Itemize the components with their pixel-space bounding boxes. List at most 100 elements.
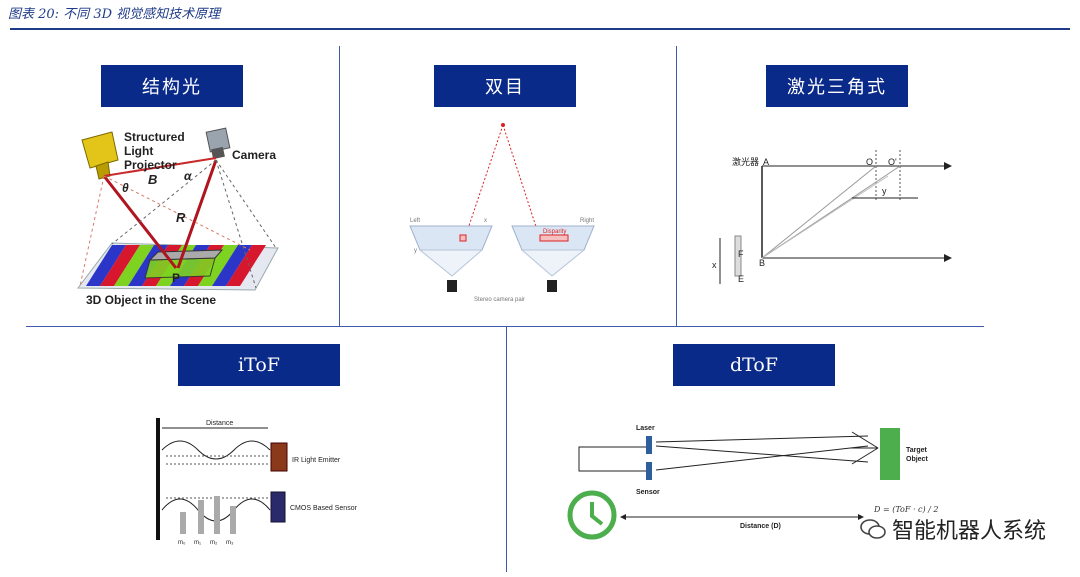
point-o2-label: O' xyxy=(888,157,897,167)
dtof-title: dToF xyxy=(673,344,835,386)
laser-label: Laser xyxy=(636,425,655,432)
out-ray-2 xyxy=(655,445,869,463)
distance-label: Distance xyxy=(206,420,233,427)
back-ray xyxy=(655,445,869,471)
m1-label: m₁ xyxy=(194,540,201,546)
stripe xyxy=(198,245,238,286)
bar-m1 xyxy=(198,500,204,534)
stripe xyxy=(128,245,168,286)
stripe xyxy=(226,245,266,286)
right-point-box xyxy=(539,234,569,242)
lens-element xyxy=(734,235,742,277)
stripe xyxy=(100,245,140,286)
dotted-ray xyxy=(103,175,251,251)
binocular-title: 双目 xyxy=(434,65,576,107)
y-axis-label: y xyxy=(414,248,417,254)
right-camera-icon xyxy=(547,280,557,292)
dotted-ray xyxy=(79,175,105,287)
ray-o xyxy=(761,165,877,259)
scene-label: 3D Object in the Scene xyxy=(86,293,216,307)
stereo-pair-label: Stereo camera pair xyxy=(474,297,525,303)
out-ray-1 xyxy=(655,435,869,443)
divider-v2 xyxy=(676,46,677,326)
point-a-label: A xyxy=(763,157,769,167)
b-label: B xyxy=(148,172,157,187)
laser-triangulation-title: 激光三角式 xyxy=(766,65,908,107)
watermark: 智能机器人系统 xyxy=(860,513,1046,545)
stripe xyxy=(142,245,182,286)
point-e-label: E xyxy=(738,274,744,284)
x-axis-label: x xyxy=(484,218,487,224)
left-point-box xyxy=(459,234,467,242)
stripe xyxy=(212,245,252,286)
r-label: R xyxy=(176,210,186,225)
reflected-wave xyxy=(161,498,271,522)
camera-lens xyxy=(211,146,225,160)
left-ray xyxy=(451,124,504,277)
clock-hands xyxy=(590,502,604,526)
right-image-plane xyxy=(511,225,595,251)
ray-o2 xyxy=(761,165,901,259)
baseline xyxy=(103,157,217,177)
m2-label: m₂ xyxy=(210,540,218,546)
bar-m0 xyxy=(180,512,186,534)
left-frustum xyxy=(418,249,484,277)
cmos-sensor-icon xyxy=(270,491,286,523)
bar-m2 xyxy=(214,496,220,534)
divider-v1 xyxy=(339,46,340,326)
projector-lens xyxy=(95,161,111,180)
distance-d-label: Distance (D) xyxy=(740,523,781,530)
stripe xyxy=(184,245,224,286)
camera-icon xyxy=(205,127,231,153)
target-object xyxy=(880,428,900,480)
point-f-label: F xyxy=(738,249,744,259)
distance-arrow-left xyxy=(620,514,626,520)
divider-h xyxy=(26,326,984,327)
dotted-ray xyxy=(111,159,217,245)
caption-rule xyxy=(10,28,1070,30)
scene-plane xyxy=(77,242,279,291)
clock-icon xyxy=(567,490,617,540)
emitter-label: IR Light Emitter xyxy=(292,457,341,464)
sensor-icon xyxy=(646,462,652,480)
m3-label: m₃ xyxy=(226,540,234,546)
y-label: y xyxy=(882,186,887,196)
scatter-1 xyxy=(851,431,879,449)
point-o-label: O xyxy=(866,157,873,167)
projector-icon xyxy=(81,131,119,169)
m0-label: m₀ xyxy=(178,540,186,546)
disparity-label: Disparity xyxy=(543,229,566,235)
scene-object xyxy=(144,257,216,279)
left-image-plane xyxy=(409,225,493,251)
camera-label: Camera xyxy=(232,148,276,162)
alpha-label: α xyxy=(184,169,192,183)
dotted-ray xyxy=(215,159,277,249)
structured-light-title: 结构光 xyxy=(101,65,243,107)
watermark-text: 智能机器人系统 xyxy=(891,519,1046,544)
p-label: P xyxy=(172,271,180,285)
arrow-b xyxy=(944,254,952,262)
scatter-3 xyxy=(851,447,879,465)
itof-title: iToF xyxy=(178,344,340,386)
point-b-label: B xyxy=(759,258,765,268)
left-label: Left xyxy=(410,218,420,224)
stripe xyxy=(156,245,196,286)
sensor-label: CMOS Based Sensor xyxy=(290,505,358,512)
stripe xyxy=(114,245,154,286)
laser-icon xyxy=(646,436,652,454)
projector-ray xyxy=(102,175,178,269)
theta-label: θ xyxy=(122,181,129,195)
target-point xyxy=(501,123,505,127)
ray-mid xyxy=(761,175,889,259)
stripe xyxy=(86,245,126,286)
bar-m3 xyxy=(230,506,236,534)
scene-object-top xyxy=(148,249,224,261)
right-frustum xyxy=(520,249,586,277)
feedback-loop xyxy=(578,446,646,472)
emitted-wave xyxy=(161,440,271,460)
left-camera-icon xyxy=(447,280,457,292)
right-label: Right xyxy=(580,218,594,224)
divider-v3 xyxy=(506,327,507,572)
